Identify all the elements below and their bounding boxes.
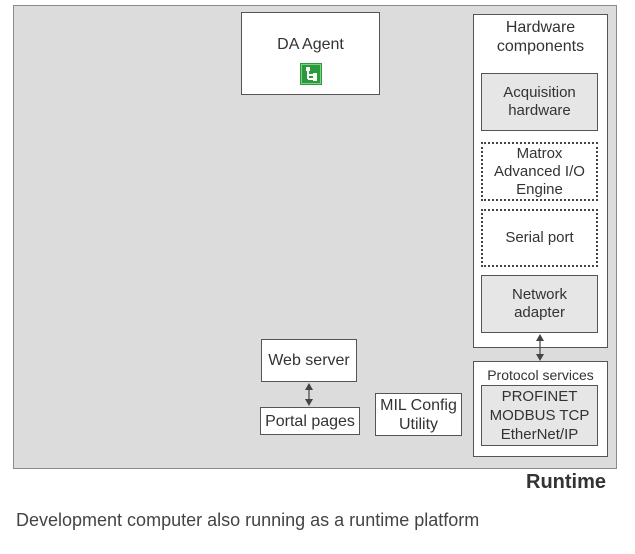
matrox-line2: Advanced I/O	[494, 162, 585, 180]
protocol-modbus-tcp: MODBUS TCP	[489, 407, 590, 424]
protocol-profinet: PROFINET	[501, 388, 578, 405]
da-agent-icon	[299, 63, 322, 85]
portal-pages-box: Portal pages	[260, 407, 360, 435]
serial-port-label: Serial port	[505, 229, 574, 246]
mil-config-line1: MIL Config	[380, 396, 457, 414]
matrox-line1: Matrox	[516, 144, 563, 162]
protocol-services-title: Protocol services	[487, 367, 594, 383]
web-server-box: Web server	[261, 339, 357, 382]
mil-config-line2: Utility	[398, 415, 439, 433]
portal-pages-label: Portal pages	[265, 412, 355, 430]
runtime-label: Runtime	[526, 471, 606, 493]
network-adapter-line1: Network	[511, 286, 567, 303]
serial-port-box: Serial port	[481, 209, 598, 267]
network-adapter-line2: adapter	[514, 304, 565, 321]
da-agent-label: DA Agent	[277, 36, 344, 53]
mil-config-utility-box: MIL Config Utility	[375, 393, 462, 436]
protocol-ethernet-ip: EtherNet/IP	[500, 426, 579, 443]
hardware-title-line2: components	[496, 38, 585, 55]
hardware-components-title: Hardware components	[473, 18, 608, 56]
hardware-title-line1: Hardware	[505, 19, 576, 36]
matrox-advanced-io-engine-box: Matrox Advanced I/O Engine	[481, 142, 598, 201]
network-adapter-box: Network adapter	[481, 275, 598, 333]
matrox-line3: Engine	[516, 180, 563, 198]
diagram-caption: Development computer also running as a r…	[16, 510, 480, 530]
web-server-label: Web server	[268, 352, 350, 369]
protocol-list-box: PROFINET MODBUS TCP EtherNet/IP	[481, 385, 598, 446]
da-agent-box: DA Agent	[241, 12, 380, 95]
acquisition-line2: hardware	[508, 102, 571, 119]
acquisition-hardware-box: Acquisition hardware	[481, 73, 598, 131]
acquisition-line1: Acquisition	[503, 84, 576, 101]
